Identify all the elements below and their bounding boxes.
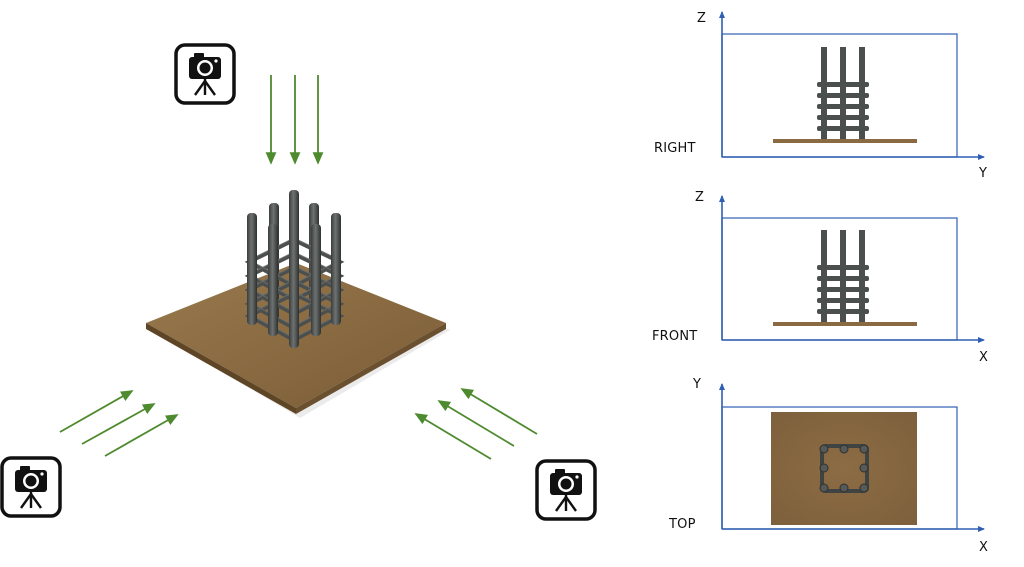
projection-arrow — [437, 400, 515, 447]
horizontal-axis-label: X — [979, 350, 988, 365]
rebar-rod — [247, 213, 257, 325]
projection-arrow — [59, 390, 134, 433]
camera-tripod-icon — [174, 43, 236, 105]
vertical-axis-label: Z — [697, 11, 706, 26]
plate-plan — [771, 412, 917, 525]
rebar-rod — [311, 224, 321, 336]
top-view: Y X TOP — [668, 377, 988, 555]
camera-tripod-icon — [0, 456, 62, 518]
projection-arrow — [460, 388, 538, 435]
isometric-model — [146, 190, 450, 418]
right-view: Z Y RIGHT — [654, 11, 987, 181]
plate-section — [773, 139, 917, 143]
projection-arrows-right — [414, 388, 538, 460]
vertical-axis-label: Y — [692, 377, 701, 392]
rebar-elevation — [817, 47, 869, 139]
projection-arrow — [81, 403, 156, 445]
rebar-rod — [268, 224, 278, 336]
rebar-rod — [289, 236, 299, 348]
view-label: TOP — [668, 517, 696, 532]
rebar-rod — [331, 213, 341, 325]
front-view: Z X FRONT — [652, 190, 988, 365]
view-label: FRONT — [652, 329, 697, 344]
projection-arrow — [414, 413, 492, 460]
rebar-plan — [819, 444, 869, 493]
projection-arrows-top — [265, 75, 324, 165]
rebar-elevation — [817, 230, 869, 322]
projection-arrow — [104, 414, 179, 457]
view-label: RIGHT — [654, 141, 696, 156]
horizontal-axis-label: X — [979, 540, 988, 555]
camera-tripod-icon — [535, 459, 597, 521]
projection-arrows-front — [59, 390, 179, 457]
vertical-axis-label: Z — [695, 190, 704, 205]
rebar-cage — [244, 190, 345, 348]
plate-section — [773, 322, 917, 326]
horizontal-axis-label: Y — [978, 166, 987, 181]
